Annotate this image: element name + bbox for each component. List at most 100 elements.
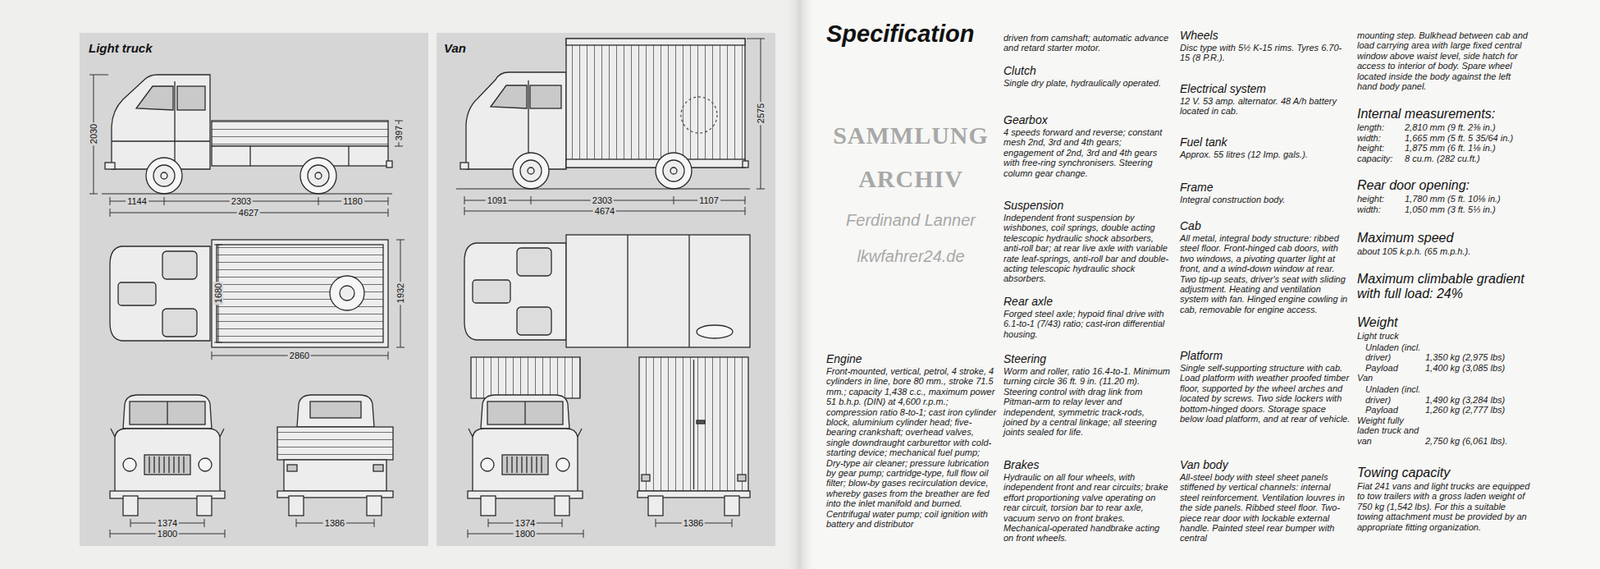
van-side-view (527, 80, 529, 163)
truck-front-view (123, 394, 212, 429)
table-cell: 1,400 kg (3,085 lbs) (1425, 362, 1532, 374)
van-top-view (464, 234, 750, 348)
spec-heading: Engine (826, 352, 997, 366)
van-side-view (566, 38, 746, 168)
truck-front-view (196, 495, 212, 516)
watermark: lkwfahrer24.de (856, 246, 965, 266)
dimension-value: 1091 (485, 195, 509, 206)
spec-text: Forged steel axle; hypoid final drive wi… (1003, 308, 1171, 339)
view-panel: Light truck (79, 32, 429, 546)
spec-heading: Brakes (1003, 457, 1171, 471)
van-side-view (520, 160, 542, 182)
spec-heading: Electrical system (1179, 82, 1351, 96)
dimension-lines (89, 38, 765, 538)
truck-side-view (307, 164, 330, 187)
truck-front-view (123, 457, 137, 471)
dimension-value: 4627 (237, 207, 261, 218)
spec-text: Independent front suspension by wishbone… (1003, 212, 1171, 284)
van-rear-view (648, 495, 663, 516)
truck-rear-view (277, 394, 394, 516)
dimension-value: 2303 (590, 195, 614, 206)
truck-front-view (144, 454, 191, 475)
dimension-value: 1800 (155, 528, 179, 539)
page-ground (0, 0, 800, 569)
spec-heading: Van body (1179, 457, 1351, 471)
truck-top-view (162, 251, 197, 279)
dimension-value: 1374 (513, 517, 537, 528)
table-cell: 1,260 kg (2,777 lbs) (1425, 404, 1532, 416)
dimension-value: 2030 (88, 122, 99, 146)
truck-top-view (211, 239, 389, 348)
van-rear-view (696, 420, 705, 424)
truck-front-view (109, 394, 225, 516)
page-ground (783, 0, 817, 569)
table-row: height:1,780 mm (5 ft. 10⅛ in.) (1357, 193, 1532, 205)
table-cell: 1,490 kg (3,284 lbs) (1425, 394, 1532, 406)
table-cell: 1,050 mm (3 ft. 5⅓ in.) (1404, 204, 1532, 215)
truck-top-view (329, 275, 365, 311)
truck-front-view (129, 401, 206, 425)
van-top-view (516, 247, 552, 276)
van-front-view (470, 356, 581, 398)
truck-rear-view (287, 464, 298, 471)
van-rear-view (641, 474, 650, 481)
dimension-value: 1374 (155, 517, 179, 528)
dimension-value: 1107 (697, 195, 721, 206)
spec-text: mounting step. Bulkhead between cab and … (1357, 30, 1532, 92)
truck-rear-view (373, 464, 384, 471)
van-side-view (466, 72, 567, 170)
dimension-lines (89, 38, 765, 538)
truck-side-view (347, 146, 349, 166)
truck-side-view (111, 140, 211, 142)
van-side-view (456, 188, 750, 190)
table-cell: Payload (1365, 362, 1426, 374)
table-cell: 1,875 mm (6 ft. 1⅛ in.) (1404, 142, 1532, 154)
table-cell: 1,780 mm (5 ft. 10⅛ in.) (1404, 193, 1532, 205)
van-top-view (626, 234, 628, 348)
dimension-value: 2575 (755, 101, 766, 125)
truck-front-view (198, 457, 212, 471)
van-side-view (512, 152, 549, 189)
table-cell: height: (1357, 142, 1405, 154)
table-cell: capacity: (1357, 153, 1405, 165)
spec-text: about 105 k.p.h. (65 m.p.h.). (1357, 246, 1532, 256)
dimension-value: 1386 (681, 517, 705, 528)
table-row: width:1,665 mm (5 ft. 5 35/64 in.) (1357, 132, 1532, 144)
dimension-value: 1800 (513, 528, 537, 539)
truck-front-view (110, 428, 115, 437)
van-side-view (527, 167, 535, 174)
dimension-value: 2303 (229, 196, 253, 206)
panel-title: Van (443, 41, 467, 56)
truck-rear-view (310, 401, 362, 418)
truck-top-view (216, 244, 384, 343)
table-row: Unladen (incl. driver)1,490 kg (3,284 lb… (1357, 384, 1532, 405)
table-row: capacity:8 cu.m. (282 cu.ft.) (1357, 153, 1532, 165)
table-row: height:1,875 mm (6 ft. 1⅛ in.) (1357, 142, 1532, 154)
van-side-view (681, 96, 718, 133)
spec-heading: Weight (1357, 315, 1532, 330)
truck-front-view (219, 428, 224, 437)
truck-side-view (136, 86, 174, 110)
spec-text: 4 speeds forward and reverse; constant m… (1003, 127, 1171, 179)
van-rear-view (724, 495, 740, 516)
truck-front-view (123, 495, 138, 516)
spec-heading: Clutch (1003, 64, 1171, 78)
table-cell: Unladen (incl. driver) (1365, 342, 1426, 363)
van-top-view (566, 234, 750, 348)
spec-heading: Steering (1003, 352, 1171, 366)
page-ground (800, 0, 1600, 569)
spec-heading: Maximum speed (1357, 230, 1532, 246)
spec-heading: Towing capacity (1357, 465, 1532, 480)
truck-top-view (162, 308, 197, 337)
table-cell: 2,750 kg (6,061 lbs). (1425, 435, 1532, 447)
truck-side-view (300, 157, 337, 194)
van-rear-view (639, 356, 749, 491)
truck-side-view (177, 86, 206, 110)
spec-text: Approx. 55 litres (12 Imp. gals.). (1179, 149, 1351, 160)
truck-rear-view (297, 394, 375, 427)
van-rear-view (637, 356, 750, 516)
truck-side-view (146, 157, 183, 194)
spec-text: 12 V. 53 amp. alternator. 48 A/h battery… (1179, 96, 1351, 117)
panel-title: Light truck (88, 41, 153, 56)
